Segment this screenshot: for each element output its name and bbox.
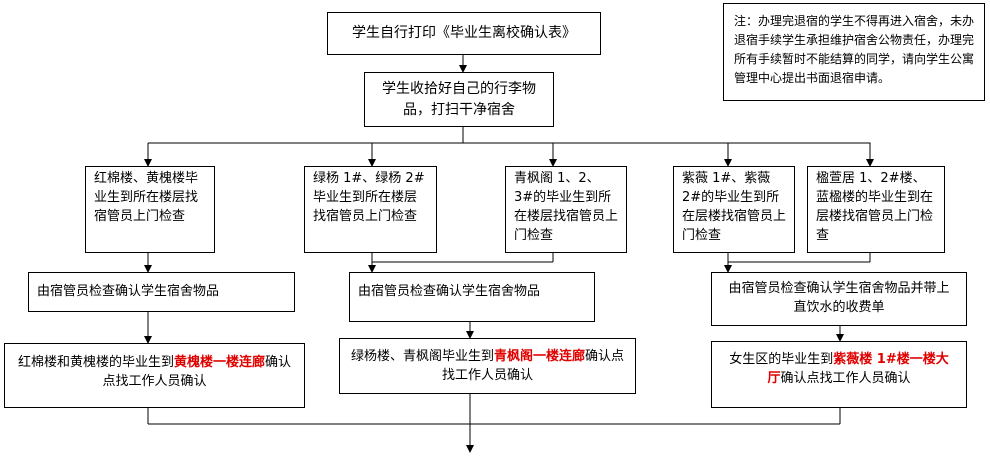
step-print-form-text: 学生自行打印《毕业生离校确认表》: [352, 25, 576, 41]
confirm-pre: 绿杨楼、青枫阁毕业生到: [350, 349, 494, 364]
confirm-place-highlight: 黄槐楼一楼连廊: [173, 355, 265, 370]
notice-box: 注：办理完退宿的学生不得再进入宿舍，未办退宿手续学生承担维护宿舍公物责任，办理完…: [723, 3, 985, 101]
confirm-place-highlight: 紫薇楼 1#楼一楼大厅: [767, 352, 949, 386]
confirm-place-highlight: 青枫阁一楼连廊: [493, 349, 585, 364]
step-pack-belongings: 学生收拾好自己的行李物品，打扫干净宿舍: [364, 72, 554, 127]
confirm-pre: 红棉楼和黄槐楼的毕业生到: [17, 355, 174, 370]
confirm-post: 确认点找工作人员确认: [780, 371, 911, 386]
check-text: 由宿管员检查确认学生宿舍物品: [37, 284, 220, 299]
confirm-box-ziwei: 女生区的毕业生到紫薇楼 1#楼一楼大厅确认点找工作人员确认: [711, 341, 967, 408]
confirm-box-qingfengge: 绿杨楼、青枫阁毕业生到青枫阁一楼连廊确认点找工作人员确认: [339, 338, 636, 394]
step-print-form: 学生自行打印《毕业生离校确认表》: [327, 12, 601, 55]
step-pack-belongings-text: 学生收拾好自己的行李物品，打扫干净宿舍: [382, 81, 536, 118]
branch-text: 紫薇 1#、紫薇 2#的毕业生到所在层楼找宿管员上门检查: [682, 171, 787, 243]
branch-text: 青枫阁 1、2、3#的毕业生到所在楼层找宿管员上门检查: [514, 171, 619, 243]
check-box-3: 由宿管员检查确认学生宿舍物品并带上直饮水的收费单: [711, 272, 967, 326]
notice-text: 注：办理完退宿的学生不得再进入宿舍，未办退宿手续学生承担维护宿舍公物责任，办理完…: [734, 14, 975, 85]
check-text: 由宿管员检查确认学生宿舍物品并带上直饮水的收费单: [728, 281, 950, 315]
check-text: 由宿管员检查确认学生宿舍物品: [358, 284, 541, 299]
branch-box-hongmian: 红棉楼、黄槐楼毕业生到所在楼层找宿管员上门检查: [85, 166, 215, 253]
confirm-pre: 女生区的毕业生到: [729, 352, 834, 367]
branch-text: 楹萱居 1、2#楼、蓝楹楼的毕业生到在层楼找宿管员上门检查: [816, 171, 934, 243]
branch-text: 红棉楼、黄槐楼毕业生到所在楼层找宿管员上门检查: [94, 171, 199, 224]
branch-box-ziwei: 紫薇 1#、紫薇 2#的毕业生到所在层楼找宿管员上门检查: [673, 166, 795, 253]
branch-box-yingxuanju: 楹萱居 1、2#楼、蓝楹楼的毕业生到在层楼找宿管员上门检查: [807, 166, 945, 253]
confirm-post: 确认点找工作人员确认: [102, 355, 292, 389]
confirm-box-huanghuai: 红棉楼和黄槐楼的毕业生到黄槐楼一楼连廊确认点找工作人员确认: [4, 343, 305, 408]
confirm-post: 确认点找工作人员确认: [441, 349, 625, 383]
check-box-2: 由宿管员检查确认学生宿舍物品: [349, 272, 595, 322]
check-box-1: 由宿管员检查确认学生宿舍物品: [28, 272, 295, 312]
branch-box-lvyang: 绿杨 1#、绿杨 2#毕业生到所在楼层找宿管员上门检查: [304, 166, 437, 253]
branch-text: 绿杨 1#、绿杨 2#毕业生到所在楼层找宿管员上门检查: [313, 171, 425, 224]
branch-box-qingfengge: 青枫阁 1、2、3#的毕业生到所在楼层找宿管员上门检查: [505, 166, 627, 253]
